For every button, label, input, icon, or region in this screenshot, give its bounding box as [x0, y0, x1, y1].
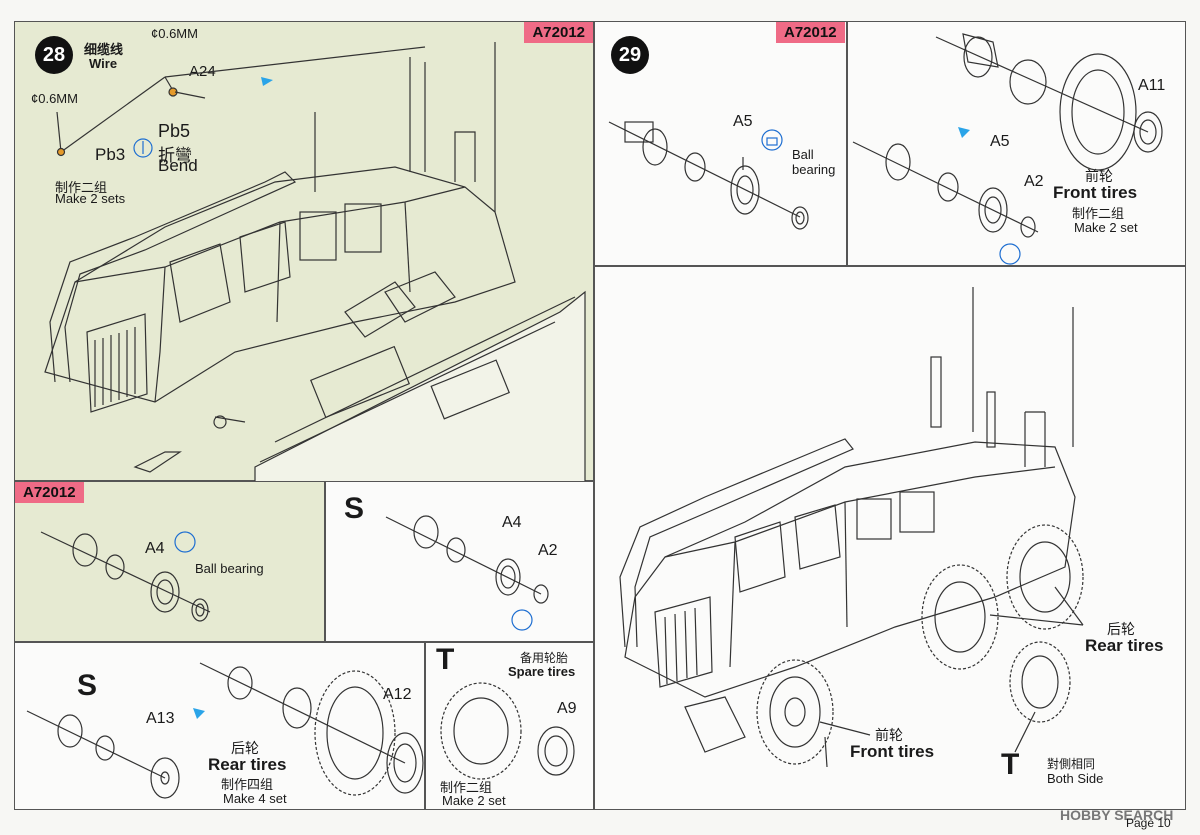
step-29-front-tire-panel: A72012 A11 A5 A2 前轮 Front tires 制作二组 Mak… — [776, 21, 1186, 266]
step-number: 29 — [611, 36, 649, 74]
spare-tires-cn: 备用轮胎 — [520, 651, 569, 665]
spare-tire-panel: T 备用轮胎 Spare tires A9 制作二组 Make 2 set — [425, 642, 594, 810]
letter-s: S — [77, 669, 98, 702]
front-tires-cn: 前轮 — [1085, 169, 1113, 185]
front-tire-drawing — [852, 33, 1163, 265]
product-code-badge: A72012 — [15, 482, 84, 503]
part-label-pb5: Pb5 — [158, 121, 191, 141]
vehicle-assembly-drawing — [619, 287, 1084, 768]
part-label-a2: A2 — [538, 542, 558, 559]
make-sets-cn: 制作四组 — [221, 778, 274, 793]
wire-label-en: Wire — [89, 56, 118, 71]
step-28-panel: A72012 28 细缆线 Wire ¢0.6MM ¢0.6MM A24 Pb5… — [14, 21, 594, 483]
make-sets-en: Make 2 set — [1074, 220, 1138, 235]
a4-axle-drawing — [40, 531, 211, 622]
part-label-a13: A13 — [146, 710, 175, 727]
axle-drawing — [608, 121, 809, 230]
letter-t: T — [1001, 748, 1020, 781]
make-sets-en: Make 2 sets — [55, 191, 126, 206]
rear-tires-en: Rear tires — [1085, 636, 1164, 655]
ball-bearing-label: Ball bearing — [195, 561, 264, 576]
make-sets-en: Make 4 set — [223, 791, 287, 806]
bend-label-en: Bend — [158, 156, 198, 175]
step-29-panel: 29 A5 Ball bearing — [594, 21, 847, 266]
page-number: Page 10 — [1126, 816, 1171, 830]
part-label-a11: A11 — [1138, 77, 1166, 94]
part-label-a9: A9 — [557, 700, 577, 717]
product-code-badge: A72012 — [776, 22, 845, 43]
rear-tires-cn: 后轮 — [1107, 622, 1135, 638]
a4-bearing-panel: A72012 A4 Ball bearing — [14, 481, 325, 642]
part-label-a24: A24 — [189, 63, 216, 80]
part-label-a5: A5 — [733, 113, 753, 130]
diameter-label-top: ¢0.6MM — [151, 26, 198, 41]
s-axle-drawing — [385, 515, 549, 631]
make-sets-en: Make 2 set — [442, 793, 506, 808]
rear-tires-cn: 后轮 — [231, 741, 259, 757]
step-number: 28 — [35, 36, 73, 74]
front-tires-en: Front tires — [850, 742, 935, 761]
watermark: HOBBY SEARCH — [1060, 807, 1174, 823]
part-label-pb3: Pb3 — [95, 145, 126, 164]
spare-tires-en: Spare tires — [508, 664, 576, 679]
letter-t: T — [436, 643, 455, 676]
ball-bearing-label: Ball bearing — [792, 147, 836, 177]
spare-tire-drawing — [440, 682, 575, 780]
make-sets-cn: 制作二组 — [55, 181, 108, 196]
part-label-a4: A4 — [502, 514, 522, 531]
main-vehicle-panel: 后轮 Rear tires 前轮 Front tires T 對側相同 Both… — [594, 266, 1186, 810]
front-tires-cn: 前轮 — [875, 728, 903, 744]
diameter-label-left: ¢0.6MM — [31, 91, 78, 106]
make-sets-cn: 制作二组 — [440, 781, 493, 796]
part-label-a4: A4 — [145, 540, 165, 557]
both-side-en: Both Side — [1047, 771, 1104, 786]
product-code-badge: A72012 — [524, 22, 593, 43]
bend-label-cn: 折彎 — [158, 146, 192, 166]
front-tires-en: Front tires — [1053, 183, 1138, 202]
make-sets-cn: 制作二组 — [1072, 207, 1125, 222]
part-label-a5: A5 — [990, 133, 1010, 150]
wire-label-cn: 细缆线 — [84, 43, 124, 58]
rear-tire-panel: S A13 A12 后轮 Rear tires 制作四组 Make 4 set — [14, 642, 425, 810]
vehicle-hull-drawing — [44, 42, 586, 483]
part-label-a2: A2 — [1024, 173, 1044, 190]
both-side-cn: 對側相同 — [1047, 757, 1096, 771]
rear-tires-en: Rear tires — [208, 755, 287, 774]
s-assembly-panel: S A4 A2 — [325, 481, 594, 642]
part-label-a12: A12 — [383, 686, 412, 703]
rear-tire-drawing — [26, 662, 424, 799]
letter-s: S — [344, 492, 365, 525]
